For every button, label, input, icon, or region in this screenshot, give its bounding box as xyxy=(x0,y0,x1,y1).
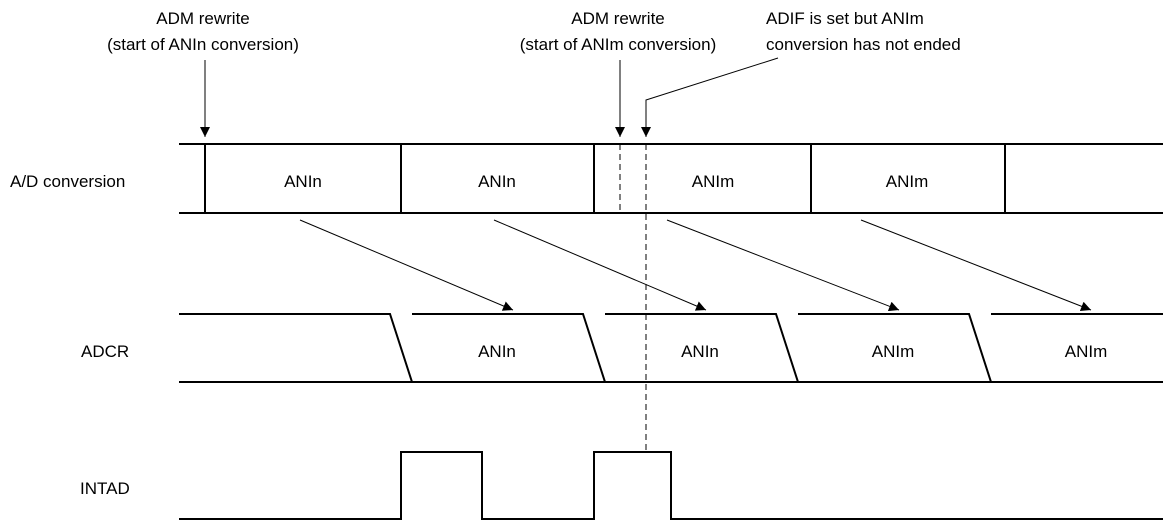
adcr-segment-1: ANIn xyxy=(478,342,516,361)
adcr-segment-2: ANIn xyxy=(681,342,719,361)
ad-conversion-bus xyxy=(179,143,1163,214)
annotation-adif-note-line2: conversion has not ended xyxy=(766,35,961,54)
annotation-leader-adif-note xyxy=(641,57,779,137)
adcr-bus xyxy=(179,313,1163,383)
transfer-arrows xyxy=(299,219,1092,312)
ad-segment-4: ANIm xyxy=(886,172,929,191)
ad-segment-1: ANIn xyxy=(284,172,322,191)
ad-segment-3: ANIm xyxy=(692,172,735,191)
adcr-segment-3: ANIm xyxy=(872,342,915,361)
annotation-adm-rewrite-n-line2: (start of ANIn conversion) xyxy=(107,35,299,54)
intad-waveform xyxy=(179,451,1163,520)
label-adcr: ADCR xyxy=(81,342,129,361)
annotation-adm-rewrite-m-line1: ADM rewrite xyxy=(571,9,665,28)
annotation-adm-rewrite-n-line1: ADM rewrite xyxy=(156,9,250,28)
label-ad-conversion: A/D conversion xyxy=(10,172,125,191)
ad-segment-2: ANIn xyxy=(478,172,516,191)
annotation-adif-note-line1: ADIF is set but ANIm xyxy=(766,9,924,28)
adcr-segment-4: ANIm xyxy=(1065,342,1108,361)
annotation-adm-rewrite-m-line2: (start of ANIm conversion) xyxy=(520,35,717,54)
label-intad: INTAD xyxy=(80,479,130,498)
